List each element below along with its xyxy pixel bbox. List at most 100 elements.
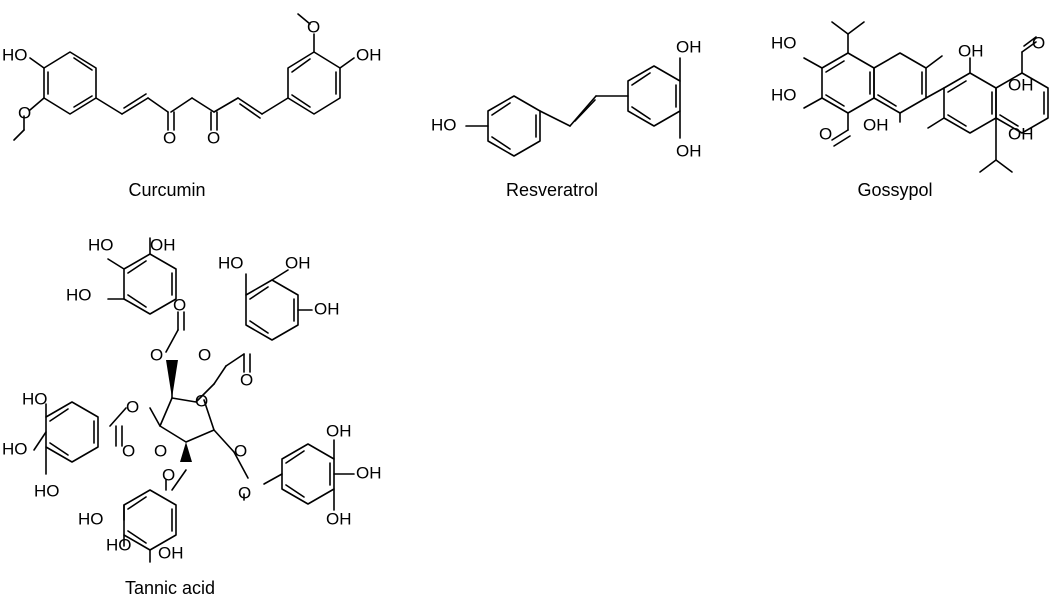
bond xyxy=(49,408,69,422)
galloyl-ring-5 xyxy=(281,443,335,505)
atom-label: OH xyxy=(676,141,702,160)
bond xyxy=(127,260,147,274)
bond xyxy=(165,329,179,353)
atom-label: HO xyxy=(88,235,114,254)
bond xyxy=(947,114,967,127)
bond xyxy=(339,57,355,69)
atom-label: O xyxy=(154,441,167,460)
bond xyxy=(263,473,283,485)
atom-label: HO xyxy=(34,481,60,500)
atom-label: O xyxy=(173,295,186,314)
bond xyxy=(213,429,235,453)
bond xyxy=(107,258,125,270)
bond xyxy=(569,95,597,127)
bond xyxy=(831,21,849,35)
atom-label: HO xyxy=(771,33,797,52)
atom-label: HO xyxy=(22,389,48,408)
bond xyxy=(127,294,147,308)
bond xyxy=(73,95,93,108)
atom-label: O xyxy=(240,370,253,389)
bond xyxy=(539,110,571,127)
bond xyxy=(213,97,239,113)
bond xyxy=(261,97,289,115)
curcumin-left-ring xyxy=(43,51,97,115)
resveratrol-left-ring xyxy=(487,95,541,157)
atom-label: O xyxy=(122,441,135,460)
bond xyxy=(877,94,897,107)
bond xyxy=(291,58,311,73)
resveratrol-right-ring xyxy=(627,65,681,127)
bond xyxy=(979,159,997,173)
atom-label: O xyxy=(162,465,175,484)
molecule-name-curcumin: Curcumin xyxy=(128,180,205,200)
bond xyxy=(49,442,69,456)
gossypol-left-ring-a xyxy=(821,52,875,114)
atom-label: HO xyxy=(2,45,28,64)
bond xyxy=(95,97,123,115)
atom-label: HO xyxy=(431,115,457,134)
bond xyxy=(847,21,865,35)
atom-label: OH xyxy=(314,299,340,318)
bond xyxy=(29,97,45,111)
galloyl-ring-2 xyxy=(245,279,299,341)
atom-label: HO xyxy=(218,253,244,272)
bond xyxy=(285,484,305,498)
bond xyxy=(825,94,845,107)
bond xyxy=(13,129,25,141)
bond xyxy=(925,55,943,69)
bond xyxy=(927,117,945,129)
bond xyxy=(237,97,263,115)
bond xyxy=(631,72,651,86)
bond xyxy=(825,60,845,73)
atom-label: O xyxy=(1032,33,1045,52)
atom-label: O xyxy=(207,128,220,147)
atom-label: O xyxy=(819,124,832,143)
bond xyxy=(271,269,289,281)
atom-label: OH xyxy=(1008,124,1034,143)
atom-label: O xyxy=(198,345,211,364)
atom-label: O xyxy=(163,128,176,147)
atom-label: O xyxy=(195,391,208,410)
atom-label: O xyxy=(150,345,163,364)
bond xyxy=(123,93,147,109)
atom-label: OH xyxy=(150,235,176,254)
bond xyxy=(491,136,511,150)
molecule-gossypol: HO HO O OH OH OH OH O Gossypol xyxy=(771,21,1049,200)
bond xyxy=(833,135,851,147)
atom-label: HO xyxy=(106,535,132,554)
bond xyxy=(127,530,147,544)
bond xyxy=(213,365,227,385)
molecule-curcumin: HO O O O O OH Curcumin xyxy=(2,13,382,200)
atom-label: OH xyxy=(326,421,352,440)
molecule-resveratrol: HO OH OH Resveratrol xyxy=(431,37,702,200)
bond xyxy=(491,102,511,116)
wedge-bond xyxy=(180,442,192,462)
bond xyxy=(33,431,47,451)
bond xyxy=(191,97,215,113)
bond xyxy=(149,407,161,427)
atom-label: O xyxy=(234,441,247,460)
atom-label: OH xyxy=(356,463,382,482)
atom-label: OH xyxy=(158,543,184,562)
bond xyxy=(127,496,147,510)
bond xyxy=(249,286,269,300)
bond xyxy=(225,353,245,367)
galloyl-ring-1 xyxy=(123,253,177,315)
bond xyxy=(73,57,93,71)
atom-label: OH xyxy=(1008,75,1034,94)
bond xyxy=(239,103,261,119)
bond xyxy=(947,80,967,93)
atom-label: HO xyxy=(2,439,28,458)
bond xyxy=(147,97,169,113)
bond xyxy=(831,129,849,141)
bond xyxy=(297,13,311,25)
bond xyxy=(925,87,945,99)
atom-label: OH xyxy=(676,37,702,56)
bond xyxy=(803,97,823,109)
atom-label: HO xyxy=(66,285,92,304)
bond xyxy=(1021,41,1037,53)
gossypol-right-ring-a xyxy=(943,72,997,134)
bond xyxy=(171,469,187,491)
